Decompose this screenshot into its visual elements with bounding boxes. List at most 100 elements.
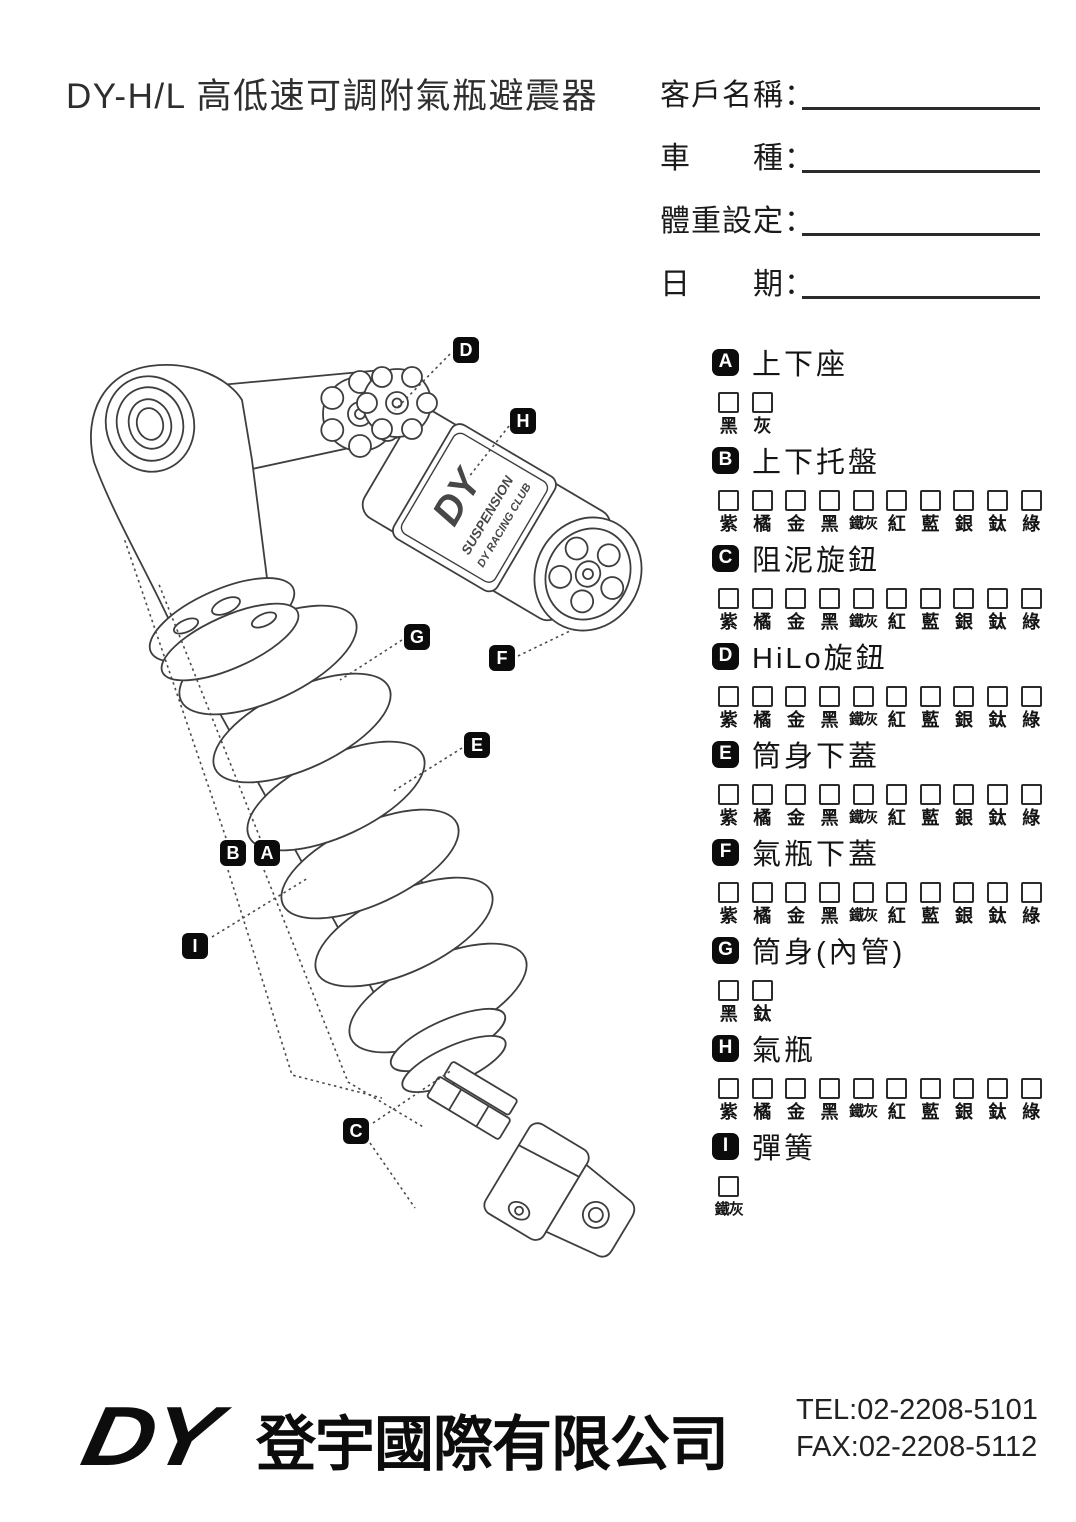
color-checkbox-G-黑[interactable] <box>718 980 740 1001</box>
color-label: 黑 <box>719 416 738 436</box>
color-checkbox-E-鐵灰[interactable] <box>852 784 874 805</box>
color-checkbox-A-黑[interactable] <box>718 392 740 413</box>
color-checkbox-B-銀[interactable] <box>953 490 975 511</box>
vehicle-model-input-line[interactable] <box>802 170 1040 173</box>
color-checkbox-F-黑[interactable] <box>819 882 841 903</box>
color-checkbox-B-黑[interactable] <box>819 490 841 511</box>
color-checkbox-E-紫[interactable] <box>718 784 740 805</box>
color-label: 鐵灰 <box>849 711 878 728</box>
color-checkbox-F-紫[interactable] <box>718 882 740 903</box>
color-checkbox-B-藍[interactable] <box>919 490 941 511</box>
color-checkbox-C-黑[interactable] <box>819 588 841 609</box>
color-checkbox-D-綠[interactable] <box>1020 686 1042 707</box>
color-checkbox-D-金[interactable] <box>785 686 807 707</box>
color-checkbox-D-黑[interactable] <box>819 686 841 707</box>
color-checkbox-B-金[interactable] <box>785 490 807 511</box>
color-checkbox-F-紅[interactable] <box>886 882 908 903</box>
color-checkbox-C-紅[interactable] <box>886 588 908 609</box>
color-checkbox-H-鐵灰[interactable] <box>852 1078 874 1099</box>
weight-setting-label: 體重設定： <box>660 205 815 238</box>
color-checkbox-D-銀[interactable] <box>953 686 975 707</box>
color-checkbox-C-綠[interactable] <box>1020 588 1042 609</box>
color-checkbox-E-金[interactable] <box>785 784 807 805</box>
color-option: 紫 <box>712 1078 746 1122</box>
color-label: 黑 <box>820 1102 839 1122</box>
color-label: 灰 <box>753 416 772 436</box>
color-checkbox-H-銀[interactable] <box>953 1078 975 1099</box>
color-checkbox-F-藍[interactable] <box>919 882 941 903</box>
company-name: 登宇國際有限公司 <box>256 1411 729 1478</box>
color-option: 鐵灰 <box>846 686 880 730</box>
color-checkbox-C-銀[interactable] <box>953 588 975 609</box>
color-checkbox-E-橘[interactable] <box>751 784 773 805</box>
color-checkbox-D-橘[interactable] <box>751 686 773 707</box>
color-checkbox-E-紅[interactable] <box>886 784 908 805</box>
weight-setting-input-line[interactable] <box>802 233 1040 236</box>
color-option: 綠 <box>1014 490 1048 534</box>
color-option: 鐵灰 <box>712 1176 746 1220</box>
color-option: 橘 <box>746 490 780 534</box>
color-checkbox-C-橘[interactable] <box>751 588 773 609</box>
color-checkbox-D-紅[interactable] <box>886 686 908 707</box>
color-label: 鈦 <box>988 1102 1007 1122</box>
color-checkbox-H-綠[interactable] <box>1020 1078 1042 1099</box>
color-checkbox-E-綠[interactable] <box>1020 784 1042 805</box>
color-checkbox-B-紫[interactable] <box>718 490 740 511</box>
color-checkbox-A-灰[interactable] <box>751 392 773 413</box>
color-option: 紅 <box>880 882 914 926</box>
color-checkbox-D-鐵灰[interactable] <box>852 686 874 707</box>
color-checkbox-B-橘[interactable] <box>751 490 773 511</box>
color-checkbox-E-黑[interactable] <box>819 784 841 805</box>
color-checkbox-B-鈦[interactable] <box>987 490 1009 511</box>
color-checkbox-C-藍[interactable] <box>919 588 941 609</box>
color-checkbox-H-藍[interactable] <box>919 1078 941 1099</box>
color-checkbox-F-銀[interactable] <box>953 882 975 903</box>
color-option: 金 <box>779 686 813 730</box>
diagram-marker-F: F <box>489 645 515 671</box>
color-checkbox-H-金[interactable] <box>785 1078 807 1099</box>
color-checkbox-H-橘[interactable] <box>751 1078 773 1099</box>
color-checkbox-F-鐵灰[interactable] <box>852 882 874 903</box>
color-label: 綠 <box>1022 808 1041 828</box>
color-option: 紫 <box>712 882 746 926</box>
color-checkbox-C-鈦[interactable] <box>987 588 1009 609</box>
color-checkbox-B-鐵灰[interactable] <box>852 490 874 511</box>
form-row-weight-setting: 體重設定： <box>660 196 1040 240</box>
color-checkbox-F-橘[interactable] <box>751 882 773 903</box>
contact-block: TEL:02-2208-5101 FAX:02-2208-5112 <box>796 1392 1038 1466</box>
color-checkbox-H-鈦[interactable] <box>987 1078 1009 1099</box>
color-checkbox-H-紅[interactable] <box>886 1078 908 1099</box>
customer-name-input-line[interactable] <box>802 107 1040 110</box>
color-checkbox-B-紅[interactable] <box>886 490 908 511</box>
color-checkbox-D-鈦[interactable] <box>987 686 1009 707</box>
color-label: 紫 <box>719 612 738 632</box>
color-checkbox-F-鈦[interactable] <box>987 882 1009 903</box>
color-checkbox-D-紫[interactable] <box>718 686 740 707</box>
color-checkbox-C-紫[interactable] <box>718 588 740 609</box>
color-checkbox-G-鈦[interactable] <box>751 980 773 1001</box>
fax-number: FAX:02-2208-5112 <box>796 1431 1038 1463</box>
color-checkbox-C-鐵灰[interactable] <box>852 588 874 609</box>
color-option: 紫 <box>712 784 746 828</box>
color-checkbox-F-綠[interactable] <box>1020 882 1042 903</box>
date-input-line[interactable] <box>802 296 1040 299</box>
color-checkbox-H-紫[interactable] <box>718 1078 740 1099</box>
color-option: 紫 <box>712 588 746 632</box>
color-checkbox-E-鈦[interactable] <box>987 784 1009 805</box>
color-checkbox-E-銀[interactable] <box>953 784 975 805</box>
color-label: 金 <box>786 1102 805 1122</box>
color-option: 黑 <box>813 686 847 730</box>
color-checkbox-D-藍[interactable] <box>919 686 941 707</box>
color-checkbox-I-鐵灰[interactable] <box>718 1176 740 1197</box>
color-option: 鐵灰 <box>846 588 880 632</box>
diagram-marker-E: E <box>464 732 490 758</box>
color-checkbox-H-黑[interactable] <box>819 1078 841 1099</box>
color-checkbox-C-金[interactable] <box>785 588 807 609</box>
color-checkbox-E-藍[interactable] <box>919 784 941 805</box>
color-checkbox-F-金[interactable] <box>785 882 807 903</box>
color-option: 銀 <box>947 784 981 828</box>
color-option: 橘 <box>746 882 780 926</box>
color-checkbox-B-綠[interactable] <box>1020 490 1042 511</box>
